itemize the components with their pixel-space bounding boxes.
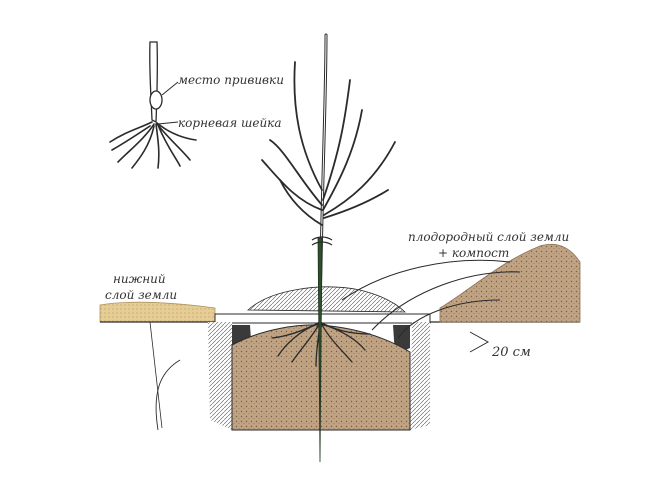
board [214, 313, 431, 324]
label-depth: 20 см [492, 345, 531, 360]
soil-arrows [341, 259, 521, 339]
lower-soil-pile [99, 301, 216, 323]
ground-surface [99, 301, 580, 324]
graft-bulge [149, 90, 163, 110]
label-lower-soil: нижний [113, 272, 166, 286]
label-fertile-soil: плодородный слой земли [408, 230, 570, 244]
support-stake [311, 236, 333, 463]
label-graft-site: место прививки [178, 73, 284, 87]
label-lower-soil-2: слой земли [105, 288, 178, 302]
stake-tie [311, 236, 333, 246]
inset-roots [109, 121, 197, 169]
inset-seedling [109, 41, 197, 169]
label-fertile-soil-compost: + компост [438, 246, 510, 260]
depth-bracket [469, 331, 490, 353]
tree-roots [271, 321, 371, 367]
fertile-soil-pile [246, 243, 581, 323]
label-root-collar: корневая шейка [178, 116, 282, 130]
